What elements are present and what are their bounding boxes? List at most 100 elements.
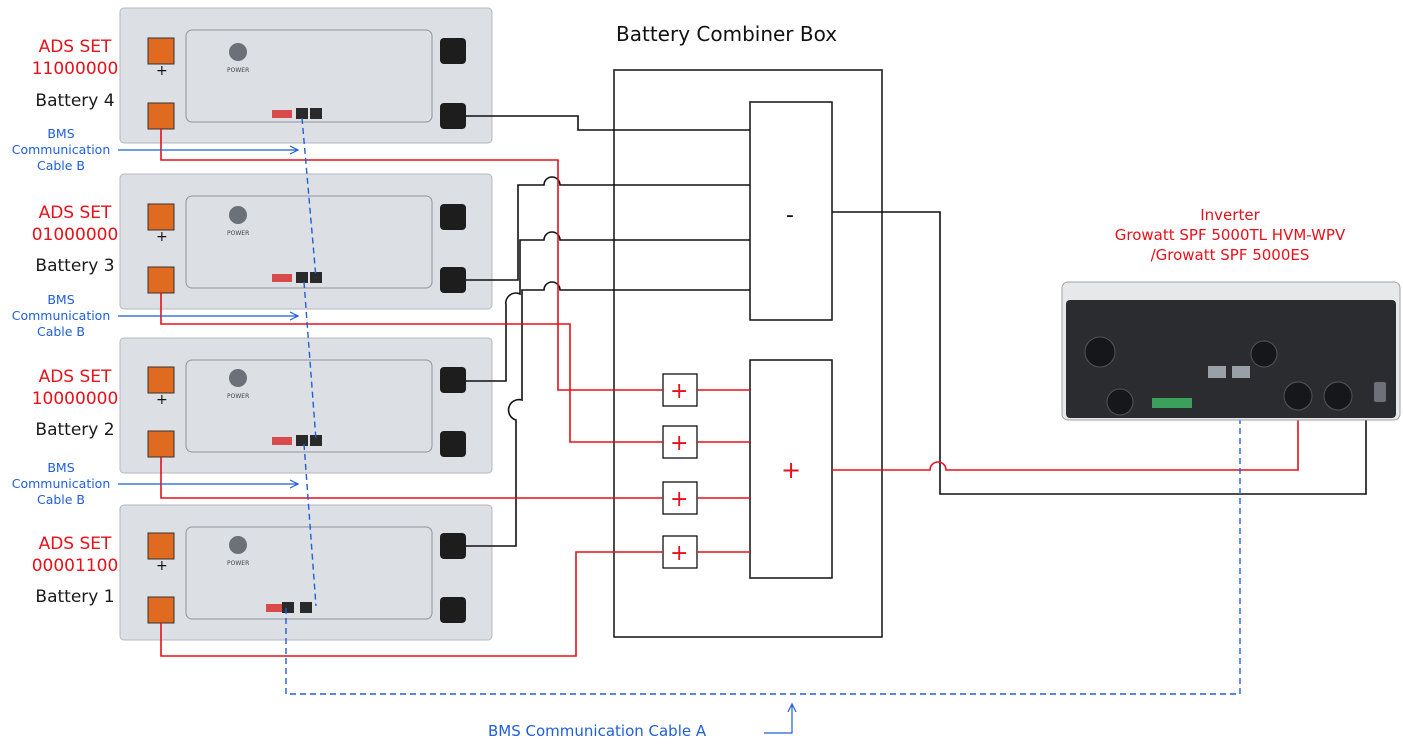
positive-cable-battery-3 — [160, 293, 663, 443]
inverter-bms-port — [1232, 366, 1250, 378]
bms-label-arrows — [118, 145, 797, 734]
battery-module-2: + POWER — [119, 337, 493, 474]
battery-3-casing — [119, 173, 493, 310]
battery-4-negative-terminal-top — [440, 38, 466, 64]
bms-cable-b-label-3-line2: Communication — [11, 476, 111, 491]
positive-cable-battery-2 — [160, 457, 663, 499]
battery-2-ads-code: 10000000 — [31, 389, 119, 409]
bms-cable-b-label-3-line3: Cable B — [36, 492, 86, 507]
positive-cable-battery-1 — [160, 551, 663, 657]
battery-2-rs485-port-a — [296, 435, 308, 446]
bms-communication-cables — [285, 117, 1241, 695]
battery-2-dip-switch — [272, 437, 292, 445]
battery-4-positive-terminal-top — [147, 37, 175, 65]
battery-1-positive-terminal-top — [147, 532, 175, 560]
battery-4-panel — [185, 29, 433, 123]
fuse-3 — [662, 425, 698, 459]
battery-1-name: Battery 1 — [35, 587, 115, 607]
negative-cable-inverter — [832, 211, 1367, 495]
fuse-2-symbol: + — [670, 487, 688, 512]
battery-module-3: + POWER — [119, 173, 493, 310]
fuse-blocks: + + + + — [662, 373, 698, 569]
battery-3-negative-terminal-top — [440, 204, 466, 230]
fuse-4 — [662, 373, 698, 407]
battery-2-ads-label: ADS SET — [38, 367, 112, 387]
battery-2-power-label: POWER — [227, 393, 249, 400]
battery-4-positive-terminal-bottom — [147, 102, 175, 130]
positive-busbar-symbol: + — [781, 456, 801, 484]
bms-cable-b-label-2-line1: BMS — [47, 292, 75, 307]
battery-3-negative-terminal-bottom — [440, 267, 466, 293]
battery-4-ads-code: 11000000 — [31, 59, 119, 79]
battery-4-power-label: POWER — [227, 67, 249, 74]
battery-3-dip-switch — [272, 274, 292, 282]
battery-1-plus-sign: + — [156, 558, 168, 574]
battery-4-power-button — [229, 43, 247, 61]
positive-busbar — [749, 359, 833, 579]
inverter-battery-positive-port — [1283, 381, 1313, 411]
battery-4-name: Battery 4 — [35, 91, 115, 111]
battery-module-1: + POWER — [119, 504, 493, 641]
battery-2-negative-terminal-bottom — [440, 431, 466, 457]
battery-3-plus-sign: + — [156, 229, 168, 245]
battery-3-ads-code: 01000000 — [31, 225, 119, 245]
inverter-pv-input-port — [1250, 340, 1278, 368]
negative-cable-battery-1 — [466, 281, 750, 547]
battery-4-negative-terminal-bottom — [440, 103, 466, 129]
battery-3-rs485-port-a — [296, 272, 308, 283]
negative-busbar — [749, 101, 833, 321]
battery-1-positive-terminal-bottom — [147, 596, 175, 624]
battery-2-panel — [185, 359, 433, 453]
fuse-3-symbol: + — [670, 431, 688, 456]
battery-1-power-label: POWER — [227, 560, 249, 567]
bms-arrow-2 — [118, 311, 300, 321]
bms-cable-b-label-2-line2: Communication — [11, 308, 111, 323]
battery-4-casing — [119, 7, 493, 144]
battery-4-rs485-port-a — [296, 108, 308, 119]
battery-1-ads-code: 00001100 — [31, 556, 119, 576]
inverter-ac-input-port — [1084, 336, 1116, 368]
negative-busbar-symbol: - — [786, 203, 794, 228]
bms-cable-a-path — [285, 394, 1241, 695]
battery-2-rs485-port-b — [310, 435, 322, 446]
battery-1-power-button — [229, 536, 247, 554]
bms-cable-b-label-1-line3: Cable B — [36, 158, 86, 173]
battery-2-negative-terminal-top — [440, 367, 466, 393]
diagram-title: Battery Combiner Box — [616, 22, 838, 46]
inverter-power-switch — [1374, 382, 1386, 402]
battery-4-ads-label: ADS SET — [38, 37, 112, 57]
battery-3-power-label: POWER — [227, 230, 249, 237]
negative-cable-battery-4 — [466, 115, 750, 131]
fuse-2 — [662, 481, 698, 515]
battery-1-rs485-port-b — [300, 602, 312, 613]
battery-1-negative-terminal-top — [440, 533, 466, 559]
bms-arrow-cable-a — [764, 702, 797, 734]
battery-1-panel — [185, 526, 433, 620]
bms-cable-b-label-1-line2: Communication — [11, 142, 111, 157]
battery-2-power-button — [229, 369, 247, 387]
battery-3-power-button — [229, 206, 247, 224]
battery-4-plus-sign: + — [156, 63, 168, 79]
inverter-unit — [1061, 281, 1401, 421]
battery-3-positive-terminal-top — [147, 203, 175, 231]
battery-1-negative-terminal-bottom — [440, 597, 466, 623]
battery-2-positive-terminal-bottom — [147, 430, 175, 458]
inverter-label-line1: Inverter — [1200, 206, 1260, 224]
battery-3-name: Battery 3 — [35, 256, 115, 276]
battery-2-casing — [119, 337, 493, 474]
battery-1-rs485-port-a — [282, 602, 294, 613]
inverter-terminal-block — [1152, 398, 1192, 408]
battery-1-dip-switch — [266, 604, 286, 612]
battery-module-4: + POWER — [119, 7, 493, 144]
battery-4-rs485-port-b — [310, 108, 322, 119]
bms-arrow-1 — [118, 145, 300, 155]
battery-2-plus-sign: + — [156, 392, 168, 408]
fuse-4-symbol: + — [670, 379, 688, 404]
bms-arrow-3 — [118, 479, 300, 489]
inverter-front-panel — [1066, 300, 1396, 418]
battery-1-casing — [119, 504, 493, 641]
inverter-label-line2: Growatt SPF 5000TL HVM-WPV — [1114, 226, 1346, 244]
combiner-box — [613, 69, 883, 638]
fuse-to-busbar-links — [697, 389, 750, 553]
